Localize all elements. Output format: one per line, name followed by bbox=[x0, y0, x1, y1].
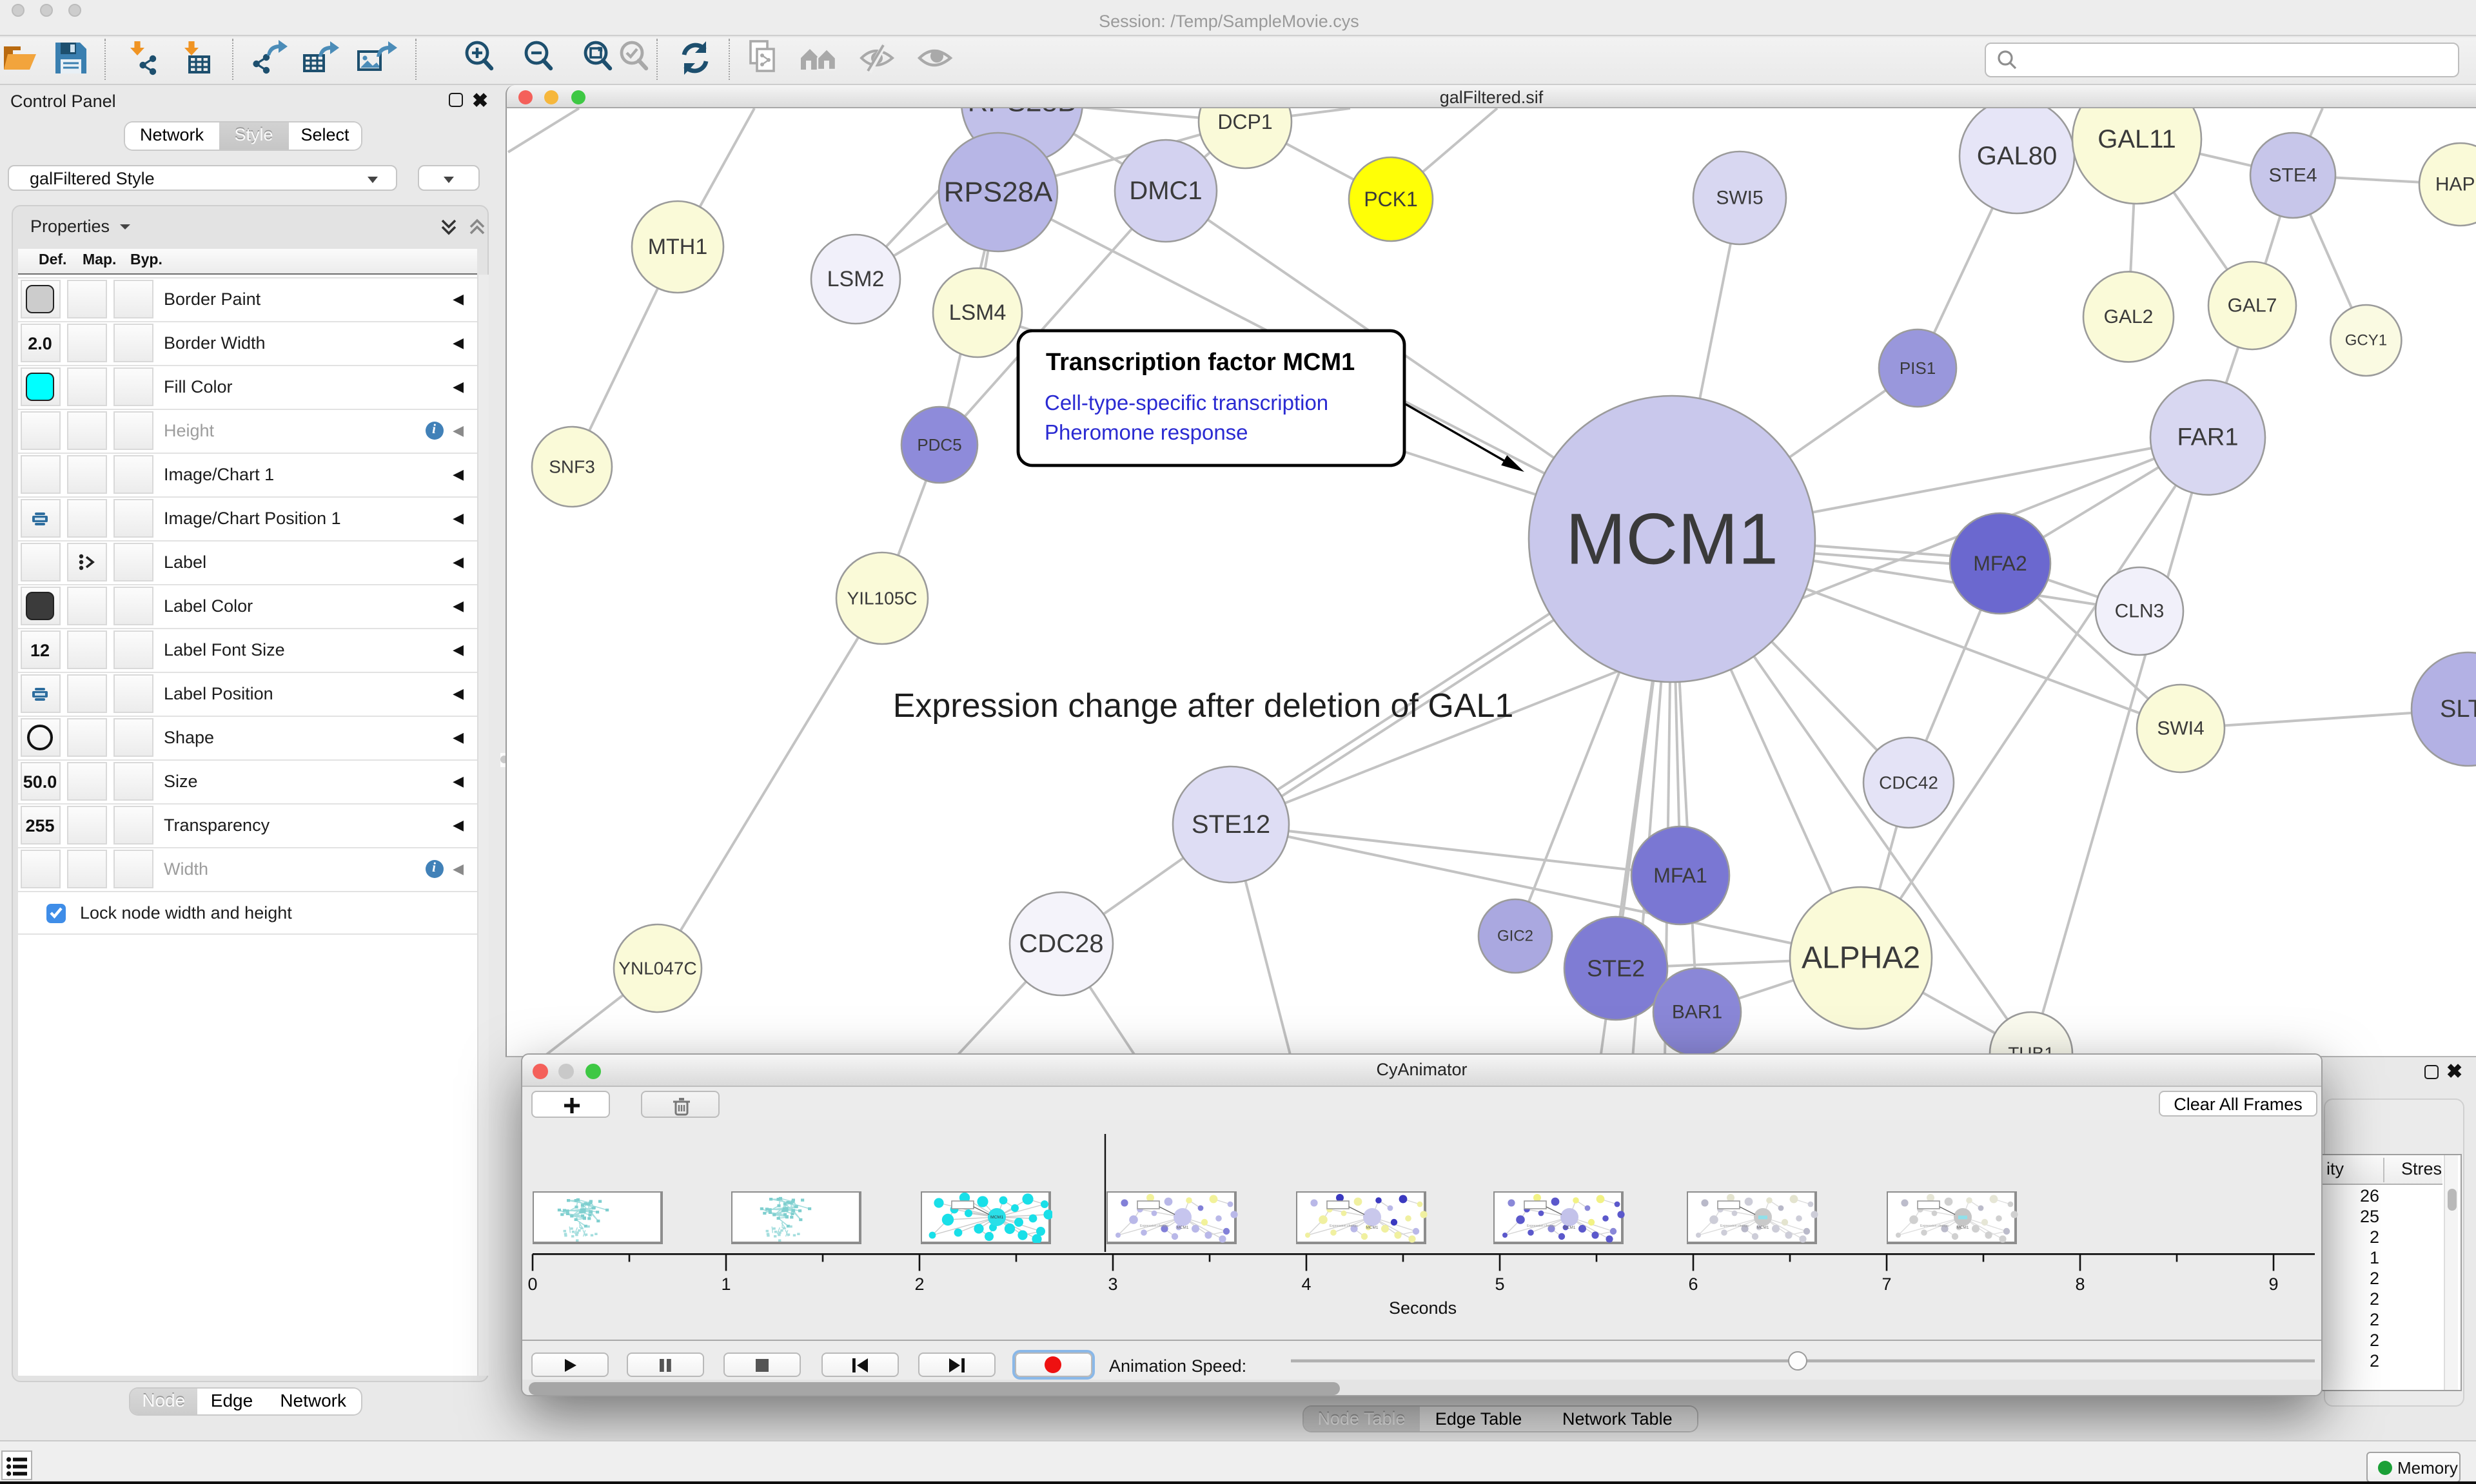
svg-text:MCM1: MCM1 bbox=[1756, 1225, 1769, 1229]
svg-text:Expression change: Expression change bbox=[1526, 1224, 1555, 1227]
svg-text:MCM1: MCM1 bbox=[1563, 1225, 1575, 1229]
svg-text:9: 9 bbox=[2268, 1274, 2278, 1294]
svg-text:GCY1: GCY1 bbox=[2345, 332, 2387, 349]
svg-text:Expression change: Expression change bbox=[1329, 1224, 1357, 1227]
svg-text:STE2: STE2 bbox=[1587, 955, 1645, 982]
svg-text:6: 6 bbox=[1688, 1274, 1698, 1294]
svg-text:SWI5: SWI5 bbox=[1716, 188, 1763, 209]
svg-text:ALPHA2: ALPHA2 bbox=[1802, 941, 1920, 975]
svg-text:3: 3 bbox=[1108, 1274, 1117, 1294]
svg-text:MFA1: MFA1 bbox=[1653, 864, 1707, 887]
svg-text:SWI4: SWI4 bbox=[2157, 718, 2204, 739]
svg-text:CDC28: CDC28 bbox=[1019, 930, 1103, 958]
svg-text:Cell-type-specific transcripti: Cell-type-specific transcription bbox=[1045, 391, 1328, 415]
svg-text:MTH1: MTH1 bbox=[648, 235, 708, 259]
svg-text:PCK1: PCK1 bbox=[1364, 188, 1418, 211]
svg-text:Expression change: Expression change bbox=[1920, 1224, 1949, 1227]
svg-text:YNL047C: YNL047C bbox=[618, 959, 696, 979]
svg-text:FAR1: FAR1 bbox=[2177, 424, 2238, 451]
svg-text:MCM1: MCM1 bbox=[990, 1215, 1003, 1219]
svg-text:Transcription factor MCM1: Transcription factor MCM1 bbox=[1046, 349, 1355, 376]
svg-text:RPS28A: RPS28A bbox=[944, 177, 1053, 208]
svg-text:GAL11: GAL11 bbox=[2098, 125, 2176, 153]
svg-text:BAR1: BAR1 bbox=[1672, 1002, 1722, 1023]
svg-text:2: 2 bbox=[914, 1274, 924, 1294]
svg-text:4: 4 bbox=[1301, 1274, 1311, 1294]
svg-text:GAL2: GAL2 bbox=[2104, 306, 2154, 327]
svg-text:MCM1: MCM1 bbox=[1177, 1225, 1189, 1229]
svg-text:LSM4: LSM4 bbox=[949, 300, 1007, 325]
svg-text:PIS1: PIS1 bbox=[1900, 358, 1936, 378]
svg-text:CDC42: CDC42 bbox=[1879, 773, 1938, 793]
svg-text:STE12: STE12 bbox=[1192, 810, 1270, 839]
svg-text:8: 8 bbox=[2075, 1274, 2085, 1294]
svg-text:GIC2: GIC2 bbox=[1497, 928, 1533, 945]
svg-text:MCM1: MCM1 bbox=[1956, 1225, 1969, 1229]
svg-text:GAL7: GAL7 bbox=[2228, 295, 2277, 317]
svg-text:CLN3: CLN3 bbox=[2115, 601, 2165, 622]
svg-text:Expression change: Expression change bbox=[1720, 1224, 1748, 1227]
svg-text:HAP2: HAP2 bbox=[2435, 174, 2476, 195]
svg-text:PDC5: PDC5 bbox=[917, 435, 961, 454]
svg-text:SNF3: SNF3 bbox=[549, 457, 595, 477]
svg-text:TUB1: TUB1 bbox=[2008, 1044, 2054, 1058]
svg-text:SLT2: SLT2 bbox=[2440, 696, 2476, 723]
svg-text:LSM2: LSM2 bbox=[827, 267, 885, 291]
svg-text:1: 1 bbox=[721, 1274, 731, 1294]
svg-text:7: 7 bbox=[1882, 1274, 1891, 1294]
svg-text:YIL105C: YIL105C bbox=[847, 589, 918, 609]
svg-text:Expression change after deleti: Expression change after deletion of GAL1 bbox=[893, 687, 1514, 725]
svg-text:MFA2: MFA2 bbox=[1973, 552, 2027, 575]
svg-text:5: 5 bbox=[1495, 1274, 1504, 1294]
svg-text:Expression change: Expression change bbox=[1140, 1224, 1168, 1227]
svg-text:RPS28B: RPS28B bbox=[968, 108, 1077, 118]
svg-text:MCM1: MCM1 bbox=[1566, 499, 1778, 580]
svg-text:GAL80: GAL80 bbox=[1977, 142, 2058, 170]
svg-text:DCP1: DCP1 bbox=[1217, 110, 1272, 133]
svg-text:Pheromone response: Pheromone response bbox=[1045, 420, 1248, 444]
svg-text:MCM1: MCM1 bbox=[1366, 1225, 1378, 1229]
svg-text:STE4: STE4 bbox=[2268, 165, 2317, 186]
svg-text:DMC1: DMC1 bbox=[1129, 177, 1202, 205]
svg-text:0: 0 bbox=[527, 1274, 537, 1294]
